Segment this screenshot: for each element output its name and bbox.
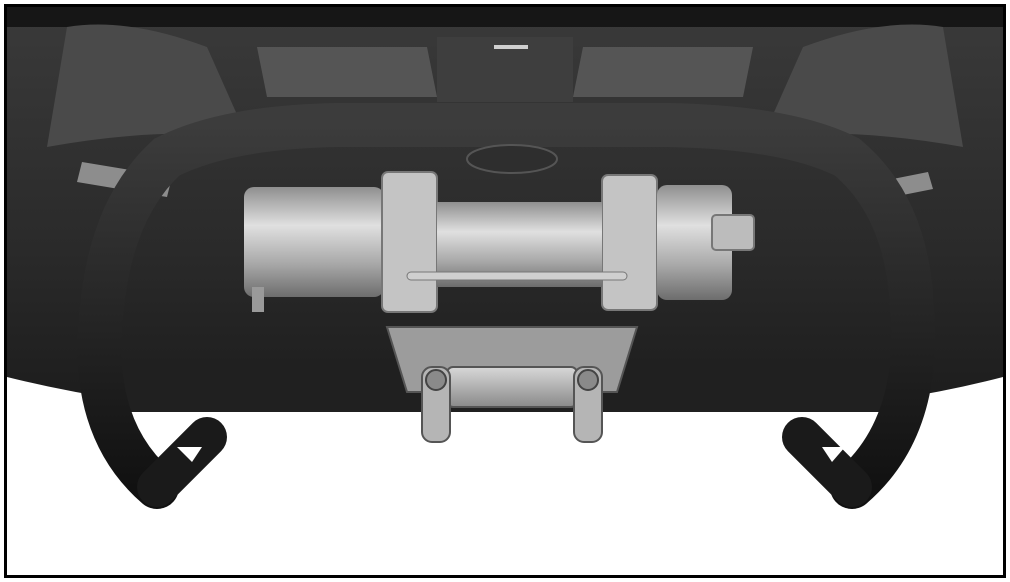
hood-trim [494,45,528,49]
winch-gearbox [657,185,732,300]
hood-panel-right [763,24,963,147]
hood-panel-center-left [257,47,437,97]
winch-motor [244,187,384,297]
hood-edge [7,7,1003,27]
bumper-gap-right [822,447,845,462]
bumper-logo-plate [466,144,558,174]
fairlead-bolt-left [425,369,447,391]
winch-housing-left [381,171,438,313]
bumper-leg-right [782,417,872,507]
hood-panel-center-right [573,47,753,97]
winch-clutch [711,214,755,251]
hood-center [437,37,573,102]
bumper-tube [77,103,936,509]
bumper-gap-left [177,447,202,462]
bumper-leg-left [137,417,227,507]
fairlead-bolt-right [577,369,599,391]
winch-terminal [252,287,264,312]
winch-illustration [7,7,1003,575]
winch-housing-right [601,174,658,311]
fairlead-roller [446,366,578,408]
winch-tie-rod [406,271,628,281]
hood-panel-left [47,24,247,147]
illustration-frame [4,4,1006,578]
